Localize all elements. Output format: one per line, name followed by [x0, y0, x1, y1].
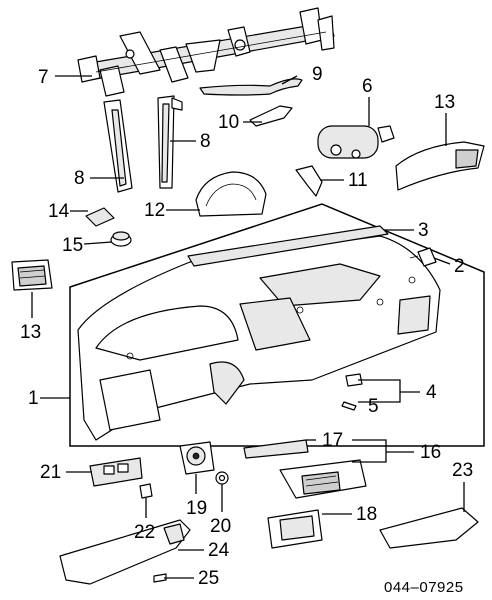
lower-panel-left: [59, 519, 191, 585]
screw-part-5: [341, 401, 357, 411]
trim-strip: [243, 439, 309, 459]
wire-harness-clamp: [199, 78, 303, 96]
callout-10: 10: [218, 112, 239, 133]
callout-5: 5: [368, 396, 379, 417]
side-bracket-left: [103, 99, 133, 193]
callout-8-lower: 8: [74, 168, 85, 189]
callout-14: 14: [48, 201, 70, 222]
callout-25: 25: [198, 568, 219, 589]
center-vent-cluster: [279, 459, 367, 499]
defroster-nozzle: [187, 225, 389, 267]
callout-2: 2: [454, 256, 465, 277]
callout-13-upper: 13: [434, 92, 455, 113]
callout-24: 24: [208, 540, 230, 561]
callout-17: 17: [322, 430, 343, 451]
small-clip: [139, 483, 153, 499]
meter-hood: [195, 171, 267, 217]
callout-13-lower: 13: [20, 322, 41, 343]
hood-bracket: [409, 247, 437, 267]
lower-panel-right: [379, 507, 479, 549]
switch-panel: [89, 457, 143, 487]
callout-12: 12: [144, 200, 165, 221]
round-clip: [110, 231, 132, 247]
instrument-panel: [77, 235, 441, 441]
leader-lines: [31, 75, 465, 579]
console-bezel: [267, 509, 323, 549]
callout-15: 15: [62, 235, 83, 256]
callout-16: 16: [420, 442, 441, 463]
side-bracket-right: [157, 95, 183, 189]
diagram-code: 044–07925: [384, 579, 464, 596]
callout-4: 4: [426, 382, 437, 403]
callout-3: 3: [418, 220, 429, 241]
callout-7: 7: [38, 67, 49, 88]
control-knob: [179, 441, 215, 475]
callout-11: 11: [348, 170, 368, 191]
callout-19: 19: [186, 498, 207, 519]
callout-numbers: 7 9 6 13 10 8 8 11 14 12 3 15 2 13 1 4 5…: [20, 64, 473, 589]
dashboard-assembly-frame: [69, 203, 485, 447]
reinforcement-beam: [77, 7, 335, 97]
callout-22: 22: [134, 522, 155, 543]
cover-pad: [85, 207, 115, 227]
callout-6: 6: [362, 76, 373, 97]
callout-9: 9: [312, 64, 323, 85]
clip-part-4: [345, 373, 363, 387]
callout-18: 18: [356, 504, 377, 525]
callout-21: 21: [40, 462, 61, 483]
retaining-clip: [295, 165, 323, 197]
callout-23: 23: [452, 460, 473, 481]
airbag-module: [317, 125, 395, 159]
callout-8-upper: 8: [200, 131, 211, 152]
side-vent-left: [11, 259, 53, 291]
callout-20: 20: [210, 516, 231, 537]
side-vent-right: [395, 141, 485, 191]
callout-1: 1: [28, 388, 39, 409]
washer: [215, 471, 229, 485]
screw-part-25: [153, 573, 167, 583]
small-bracket: [249, 105, 293, 127]
